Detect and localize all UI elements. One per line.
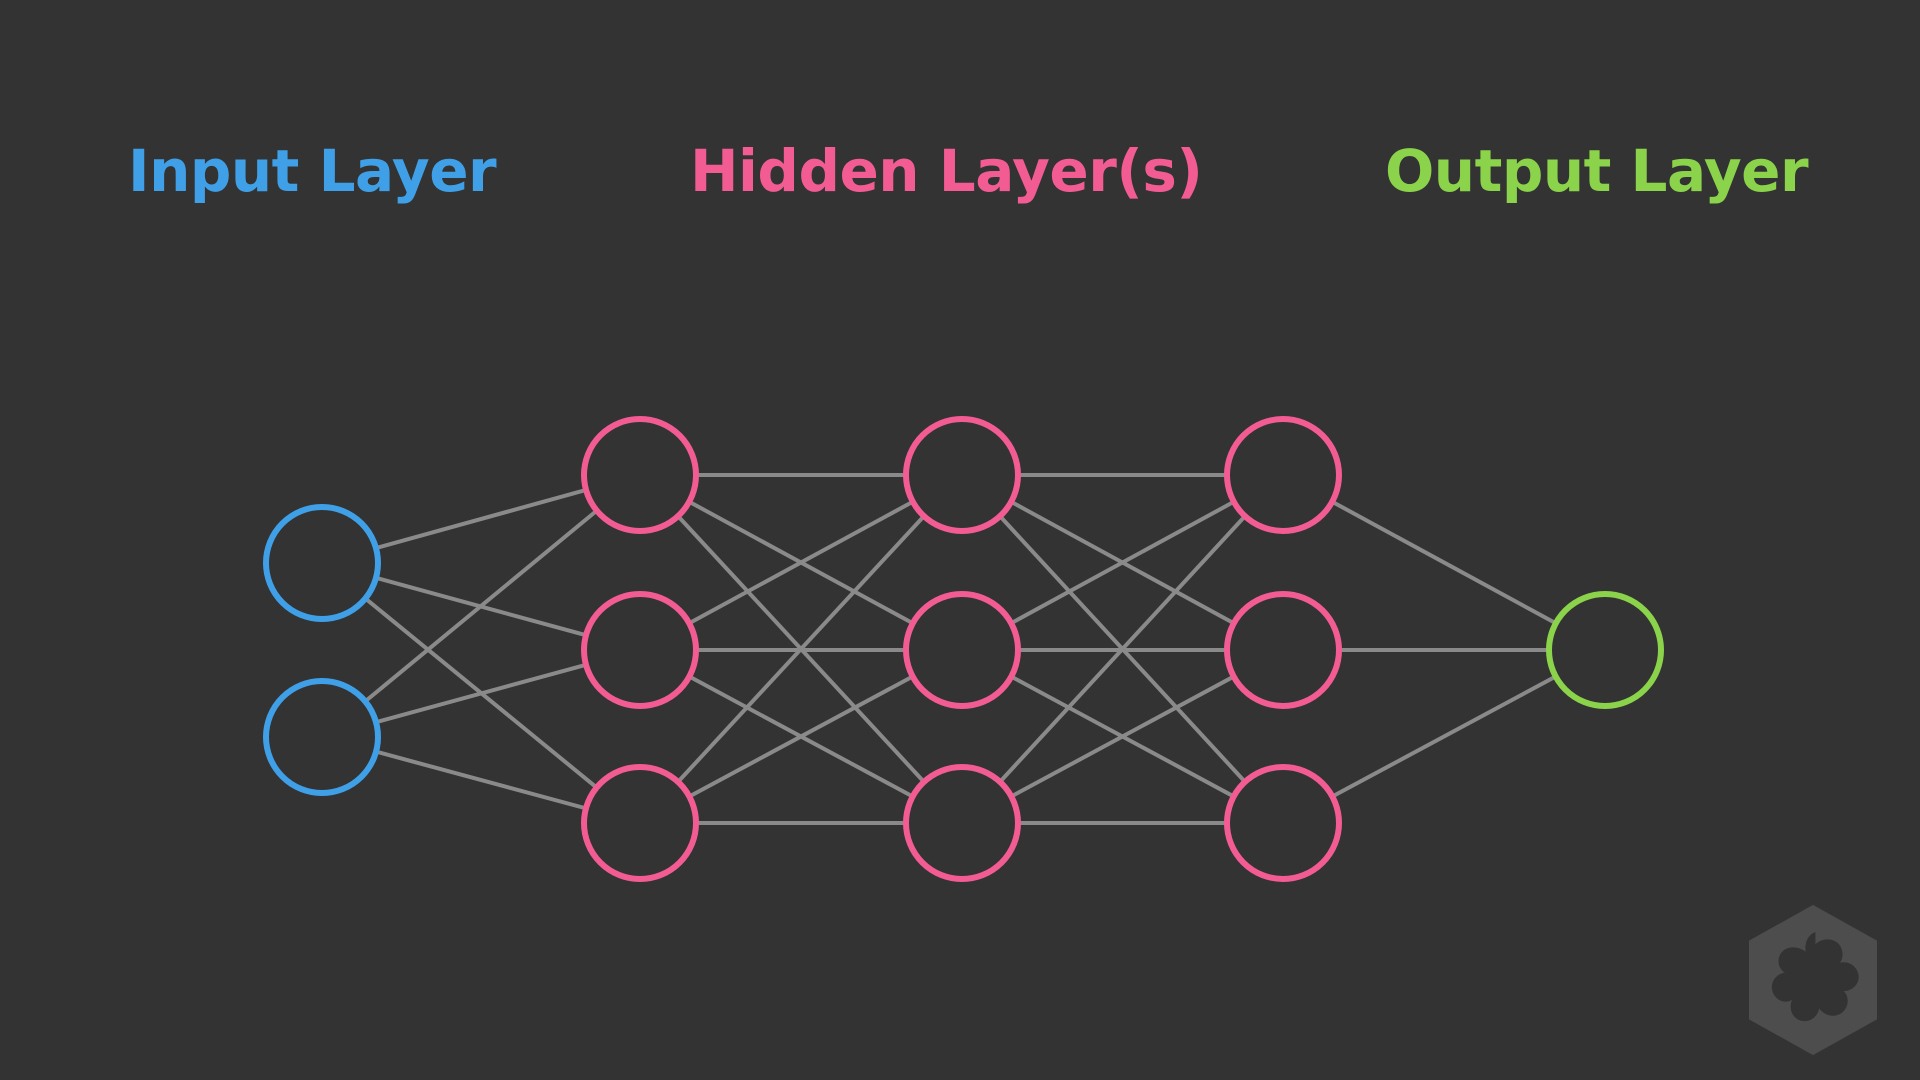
output-layer-title: Output Layer [1385, 137, 1809, 205]
neuron-hidden-1-2[interactable] [581, 591, 699, 709]
neuron-hidden-1-1[interactable] [581, 416, 699, 534]
connection-edge [1331, 499, 1557, 626]
neuron-hidden-3-1[interactable] [1224, 416, 1342, 534]
connection-edge [375, 749, 587, 811]
neuron-hidden-1-3[interactable] [581, 764, 699, 882]
neuron-hidden-3-2[interactable] [1224, 591, 1342, 709]
connection-edge [688, 674, 914, 799]
neuron-hidden-2-1[interactable] [903, 416, 1021, 534]
input-layer-title: Input Layer [128, 137, 497, 205]
connection-edge [1331, 674, 1557, 799]
layer-titles-row: Input Layer Hidden Layer(s) Output Layer [0, 0, 1920, 240]
connection-edge [363, 509, 599, 703]
neuron-output-1[interactable] [1546, 591, 1664, 709]
treehouse-logo-icon [1749, 904, 1877, 1056]
neuron-input-1[interactable] [263, 504, 381, 622]
connection-edge [1010, 674, 1235, 799]
connection-edge [375, 662, 587, 725]
neuron-input-2[interactable] [263, 678, 381, 796]
node-group [263, 416, 1664, 882]
connection-edge [676, 514, 926, 784]
neuron-hidden-2-3[interactable] [903, 764, 1021, 882]
logo-splat [1771, 932, 1859, 1022]
edge-group [363, 473, 1557, 825]
neuron-hidden-2-2[interactable] [903, 591, 1021, 709]
connection-edge [998, 514, 1247, 784]
connection-edge [688, 499, 914, 626]
hidden-layer-title: Hidden Layer(s) [690, 137, 1203, 205]
connection-edge [1010, 500, 1235, 625]
neuron-hidden-3-3[interactable] [1224, 764, 1342, 882]
connection-edge [375, 488, 587, 550]
